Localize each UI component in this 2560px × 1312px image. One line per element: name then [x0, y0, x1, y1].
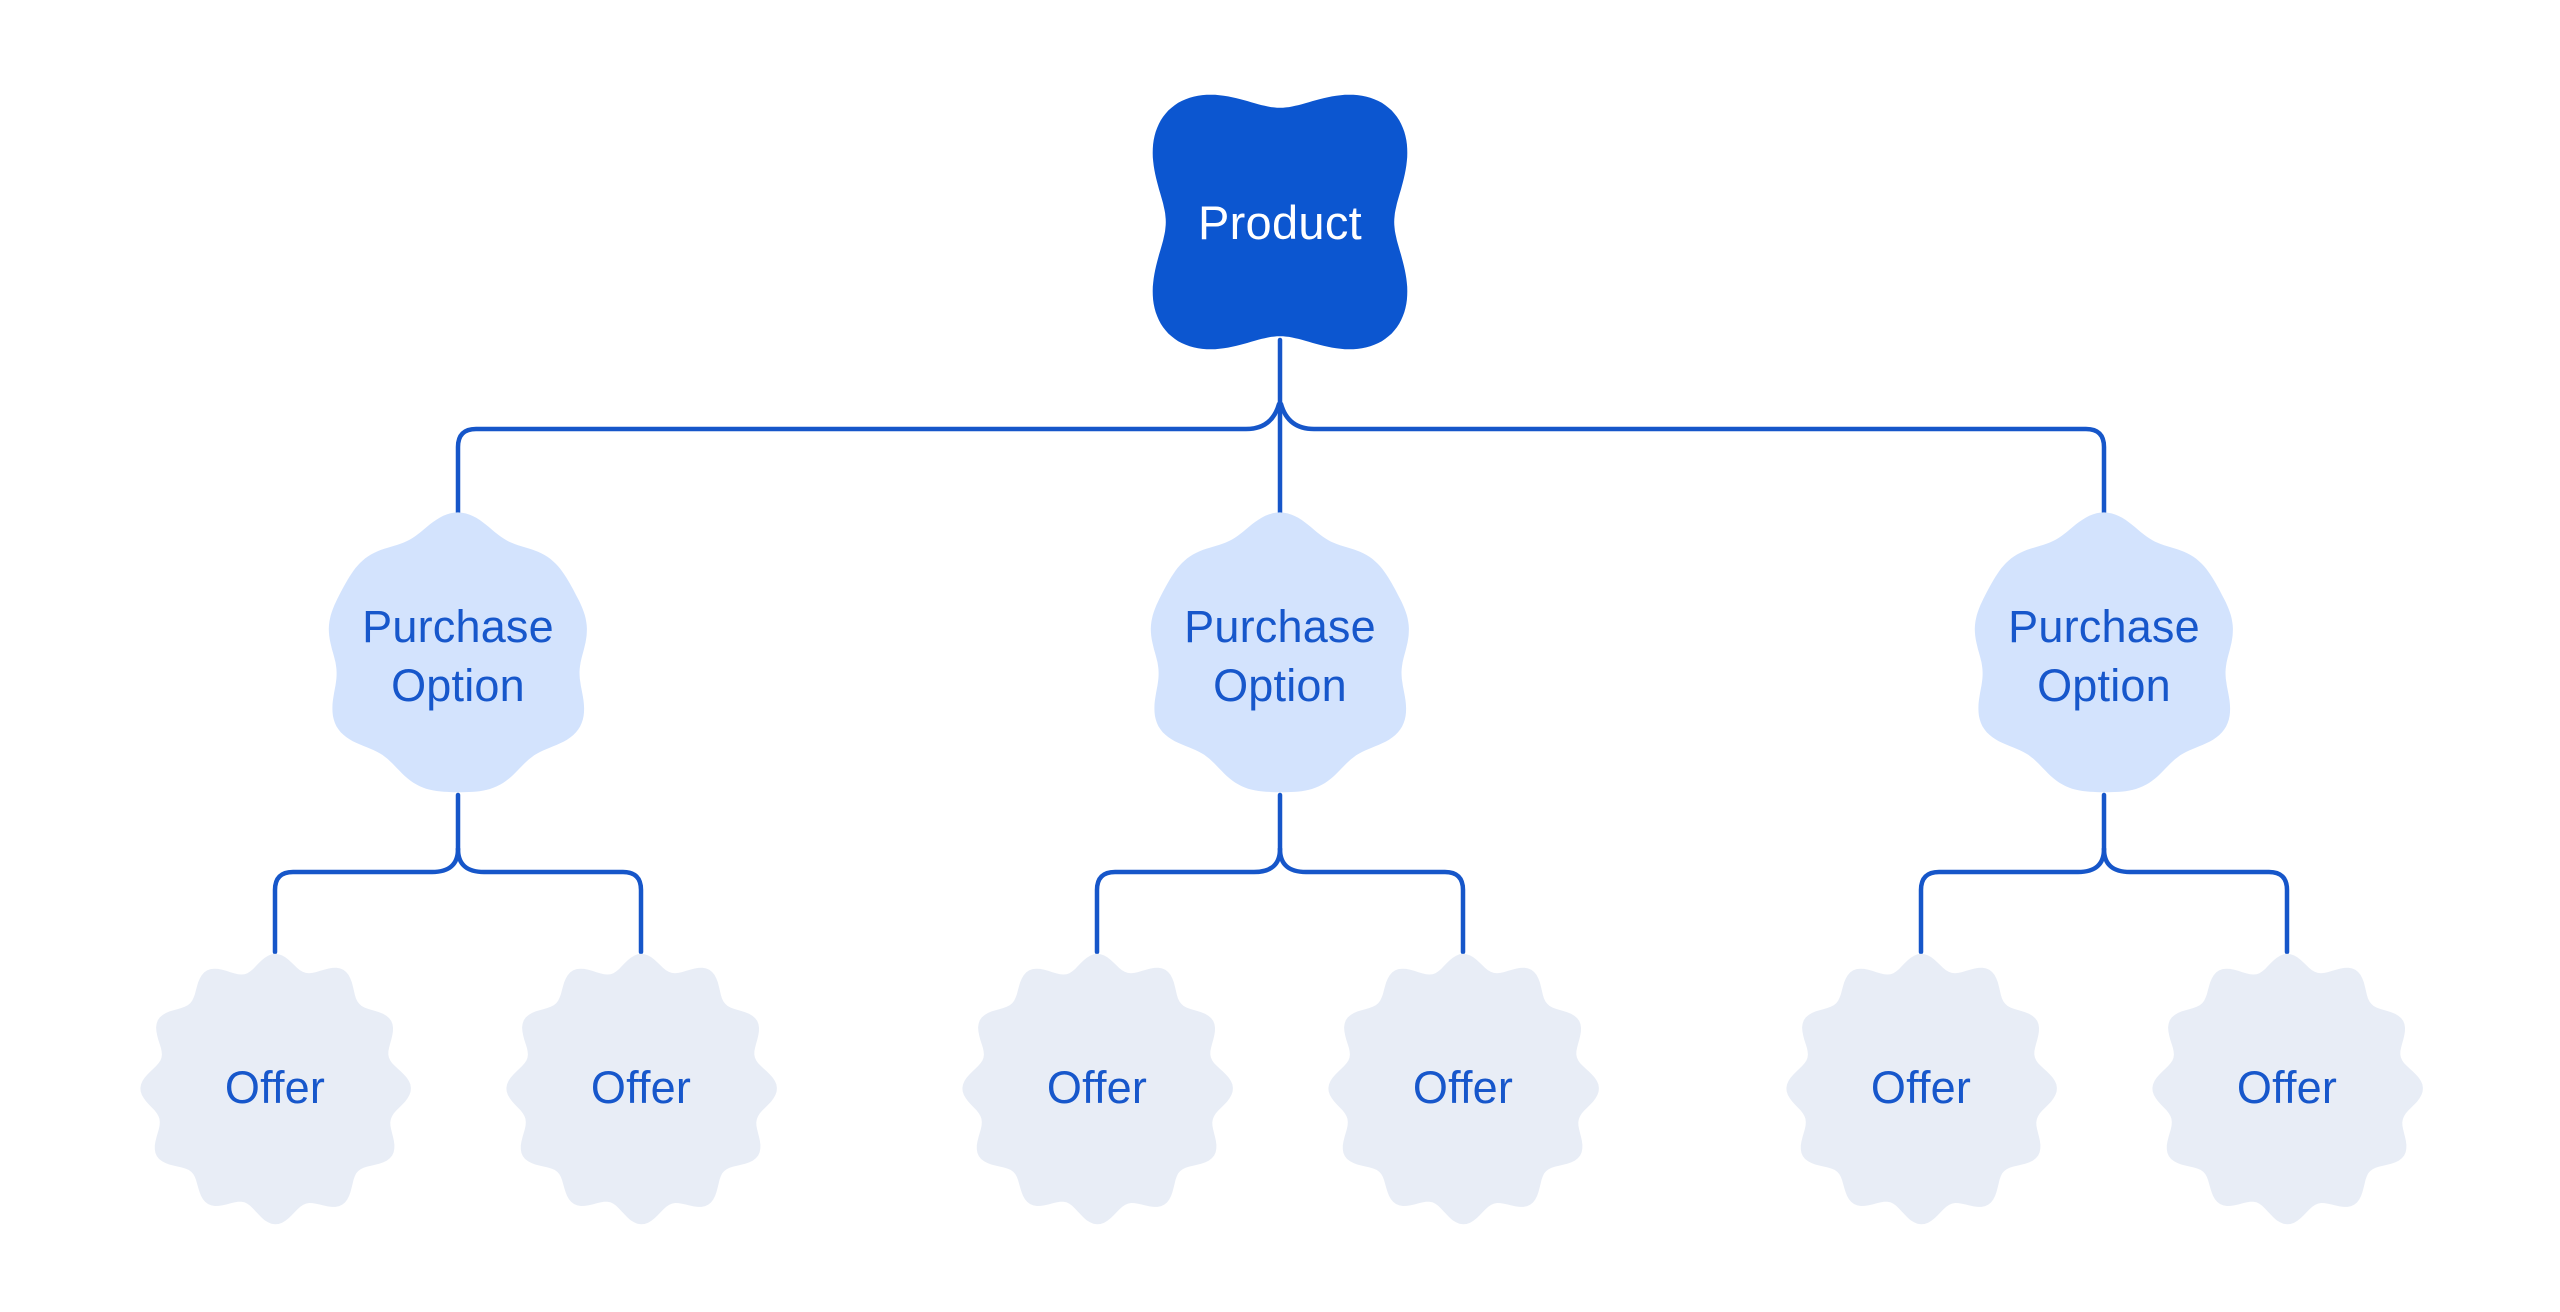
node-product: Product: [1110, 52, 1450, 392]
connector-po1-branch-left: [272, 846, 461, 955]
offer-blob-shape: [1328, 953, 1599, 1225]
offer-blob-shape: [2152, 953, 2423, 1225]
purchase-option-blob-shape: [1150, 512, 1409, 793]
connector-po3-branch-right: [2101, 846, 2290, 955]
node-offer-2a: Offer: [927, 918, 1267, 1258]
node-purchase-option-3: Purchase Option: [1934, 486, 2274, 826]
node-offer-1a: Offer: [105, 918, 445, 1258]
node-offer-3b: Offer: [2117, 918, 2457, 1258]
offer-blob-shape: [1786, 953, 2057, 1225]
node-offer-2b: Offer: [1293, 918, 1633, 1258]
node-offer-1b: Offer: [471, 918, 811, 1258]
connector-po1-branch-right: [455, 846, 644, 955]
connector-po3-branch-left: [1918, 846, 2107, 955]
connector-root-bar-right: [1278, 401, 2107, 517]
connector-root-bar-left: [455, 401, 1282, 517]
node-purchase-option-2: Purchase Option: [1110, 486, 1450, 826]
offer-blob-shape: [962, 953, 1233, 1225]
node-purchase-option-1: Purchase Option: [288, 486, 628, 826]
offer-blob-shape: [506, 953, 777, 1225]
product-blob-shape: [1152, 94, 1408, 350]
connector-po2-branch-left: [1094, 846, 1283, 955]
offer-blob-shape: [140, 953, 411, 1225]
purchase-option-blob-shape: [328, 512, 587, 793]
purchase-option-blob-shape: [1974, 512, 2233, 793]
connector-po2-branch-right: [1277, 846, 1466, 955]
node-offer-3a: Offer: [1751, 918, 2091, 1258]
